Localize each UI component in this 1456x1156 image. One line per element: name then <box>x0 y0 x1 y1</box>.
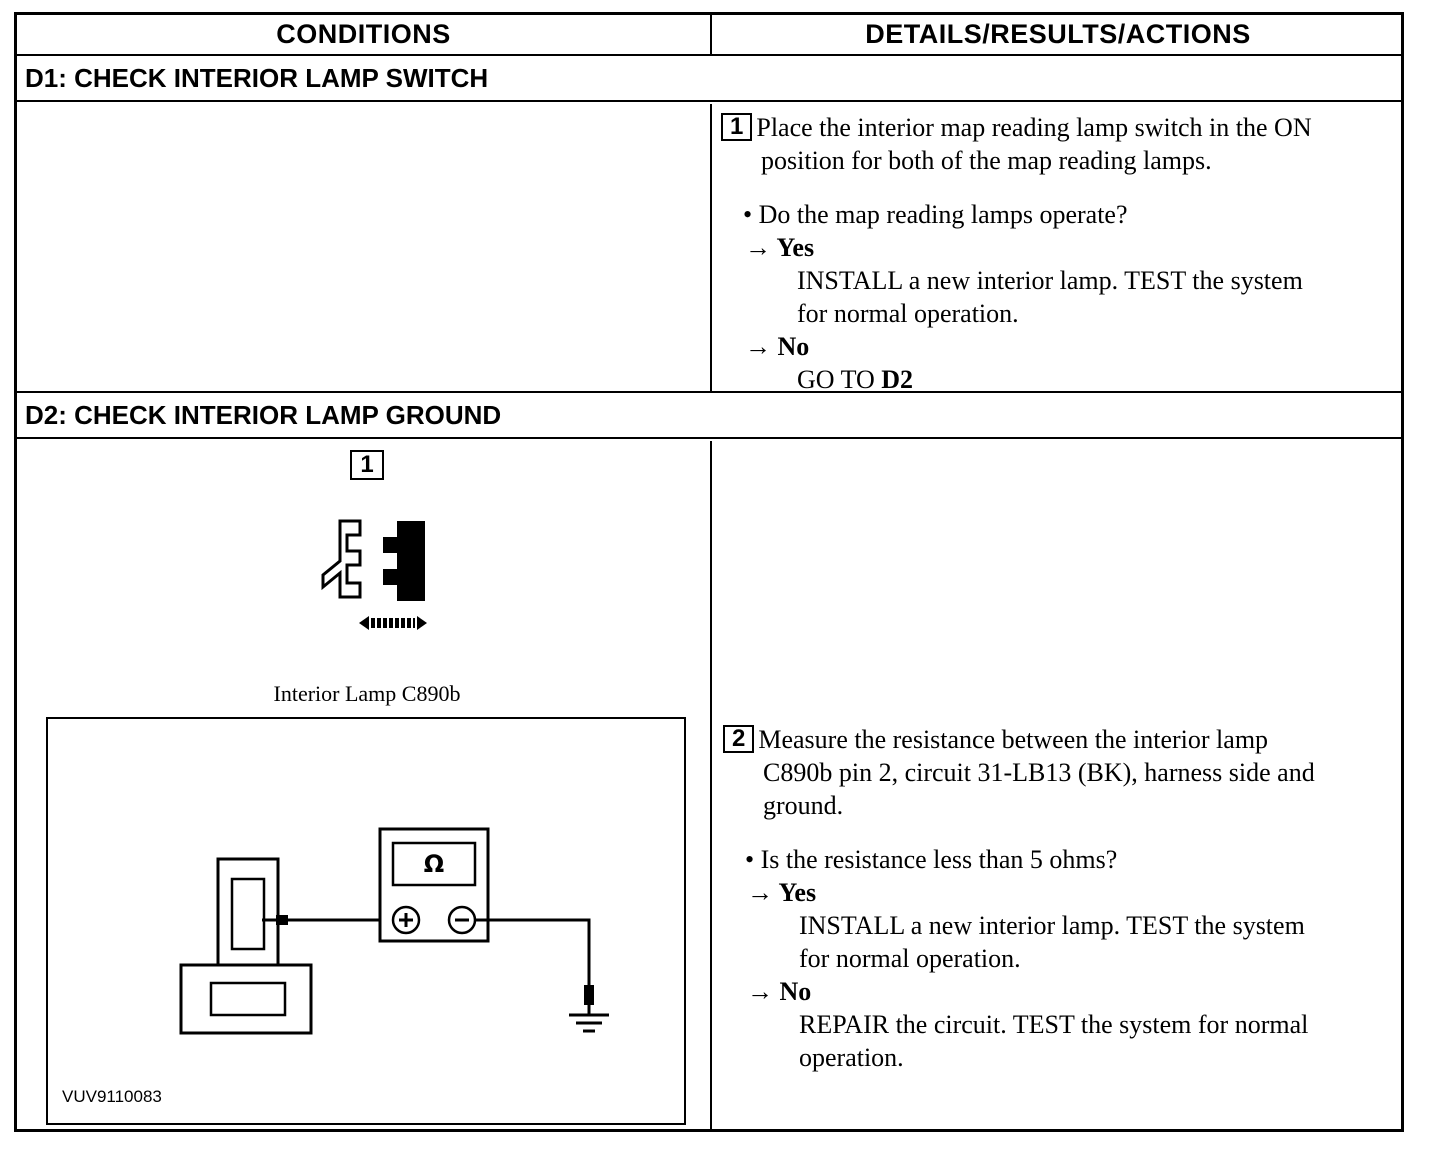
d2-question: • Is the resistance less than 5 ohms? <box>745 845 1118 874</box>
d2-column-divider <box>710 441 712 1132</box>
d2-figure-step-number: 1 <box>350 450 384 480</box>
diagnostic-table: CONDITIONS DETAILS/RESULTS/ACTIONS D1: C… <box>14 12 1404 1132</box>
d2-yes-action-2: for normal operation. <box>799 944 1021 973</box>
d1-yes-action-2: for normal operation. <box>797 299 1019 328</box>
d1-step-number: 1 <box>721 113 753 141</box>
d2-step-text-1: Measure the resistance between the inter… <box>758 725 1269 754</box>
d2-no-label: → No <box>747 977 812 1006</box>
d2-top-border <box>17 391 1401 393</box>
d2-no-action-2: operation. <box>799 1043 904 1072</box>
d1-section-title: D1: CHECK INTERIOR LAMP SWITCH <box>17 56 1401 102</box>
d2-step-text-3: ground. <box>763 791 844 820</box>
header-divider <box>710 15 712 54</box>
d1-step-text-1: Place the interior map reading lamp swit… <box>756 113 1312 142</box>
d2-step-number: 2 <box>723 725 755 753</box>
ohm-symbol: Ω <box>423 850 445 878</box>
d1-no-action: GO TO D2 <box>721 363 1401 396</box>
d1-column-divider <box>710 104 712 391</box>
d2-yes-label: → Yes <box>747 878 817 907</box>
d1-no-action-target[interactable]: D2 <box>881 365 914 394</box>
ohmmeter-circuit-diagram <box>179 827 609 1035</box>
d2-section-title: D2: CHECK INTERIOR LAMP GROUND <box>17 393 1401 439</box>
ohmmeter-figure: Ω VUV9110083 <box>46 717 686 1125</box>
d1-step-text-2: position for both of the map reading lam… <box>761 146 1212 175</box>
d1-no-label: → No <box>745 332 810 361</box>
d1-no-action-prefix: GO TO <box>797 365 882 394</box>
connector-caption: Interior Lamp C890b <box>273 681 461 706</box>
d2-yes-action-1: INSTALL a new interior lamp. TEST the sy… <box>799 911 1305 940</box>
details-header: DETAILS/RESULTS/ACTIONS <box>865 19 1251 49</box>
d1-question: • Do the map reading lamps operate? <box>743 200 1128 229</box>
d1-yes-label: → Yes <box>745 233 815 262</box>
connector-icon <box>321 519 427 630</box>
d1-yes-action-1: INSTALL a new interior lamp. TEST the sy… <box>797 266 1303 295</box>
conditions-header: CONDITIONS <box>276 19 451 49</box>
d2-no-action-1: REPAIR the circuit. TEST the system for … <box>799 1010 1309 1039</box>
d2-step-text-2: C890b pin 2, circuit 31-LB13 (BK), harne… <box>763 758 1315 787</box>
figure-id: VUV9110083 <box>62 1087 162 1106</box>
table-header: CONDITIONS DETAILS/RESULTS/ACTIONS <box>17 15 1401 56</box>
